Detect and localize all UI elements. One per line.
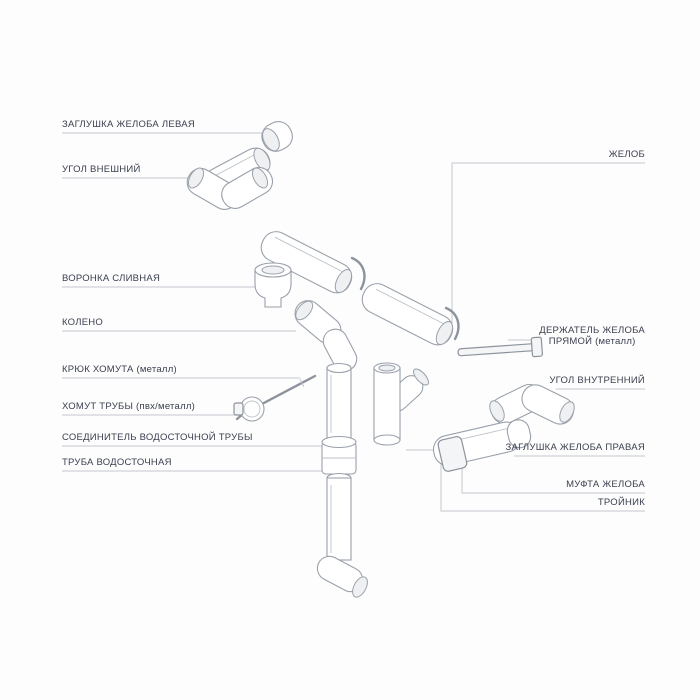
- label-corner-outer: УГОЛ ВНЕШНИЙ: [62, 164, 141, 175]
- label-gutter-coupling: МУФТА ЖЕЛОБА: [566, 479, 645, 490]
- label-corner-inner: УГОЛ ВНУТРЕННИЙ: [549, 375, 645, 386]
- part-gutter-endcap-left: [261, 121, 293, 152]
- label-gutter-holder-straight: ДЕРЖАТЕЛЬ ЖЕЛОБА ПРЯМОЙ (металл): [539, 325, 645, 347]
- label-downpipe: ТРУБА ВОДОСТОЧНАЯ: [62, 457, 172, 468]
- part-gutter-coupling: [437, 436, 468, 472]
- part-pipe-clamp: [233, 396, 265, 422]
- part-drain-funnel: [254, 262, 292, 308]
- label-gutter-holder-straight-line2: ПРЯМОЙ (металл): [548, 336, 636, 347]
- part-gutter-bracket-2: [444, 306, 460, 341]
- label-gutter-holder-straight-line1: ДЕРЖАТЕЛЬ ЖЕЛОБА: [539, 325, 645, 336]
- label-elbow: КОЛЕНО: [62, 317, 104, 328]
- part-downpipe-upper: [326, 362, 352, 441]
- part-outlet-elbow: [316, 555, 368, 598]
- label-gutter: ЖЕЛОБ: [608, 149, 645, 160]
- leader-gutter: [451, 162, 645, 328]
- part-gutter-run-1: [260, 231, 353, 294]
- label-gutter-endcap-right: ЗАГЛУШКА ЖЕЛОБА ПРАВАЯ: [505, 442, 645, 453]
- label-tee: ТРОЙНИК: [597, 497, 645, 508]
- label-gutter-endcap-left: ЗАГЛУШКА ЖЕЛОБА ЛЕВАЯ: [62, 119, 195, 130]
- label-downpipe-connector: СОЕДИНИТЕЛЬ ВОДОСТОЧНОЙ ТРУБЫ: [62, 432, 253, 443]
- part-gutter-endcap-right: [506, 419, 532, 449]
- part-downpipe-connector: [321, 435, 357, 475]
- part-downpipe-lower: [326, 472, 352, 561]
- label-drain-funnel: ВОРОНКА СЛИВНАЯ: [62, 273, 161, 284]
- part-gutter-bracket-1: [350, 256, 366, 291]
- part-corner-inner: [489, 383, 575, 425]
- part-gutter-holder-straight: [457, 336, 543, 358]
- label-pipe-clamp: ХОМУТ ТРУБЫ (пвх/металл): [62, 401, 196, 412]
- part-gutter-run-2: [361, 283, 454, 346]
- label-clamp-hook: КРЮК ХОМУТА (металл): [62, 364, 177, 375]
- leader-tee: [406, 449, 645, 512]
- part-tee: [373, 362, 429, 446]
- part-corner-outer: [186, 166, 274, 210]
